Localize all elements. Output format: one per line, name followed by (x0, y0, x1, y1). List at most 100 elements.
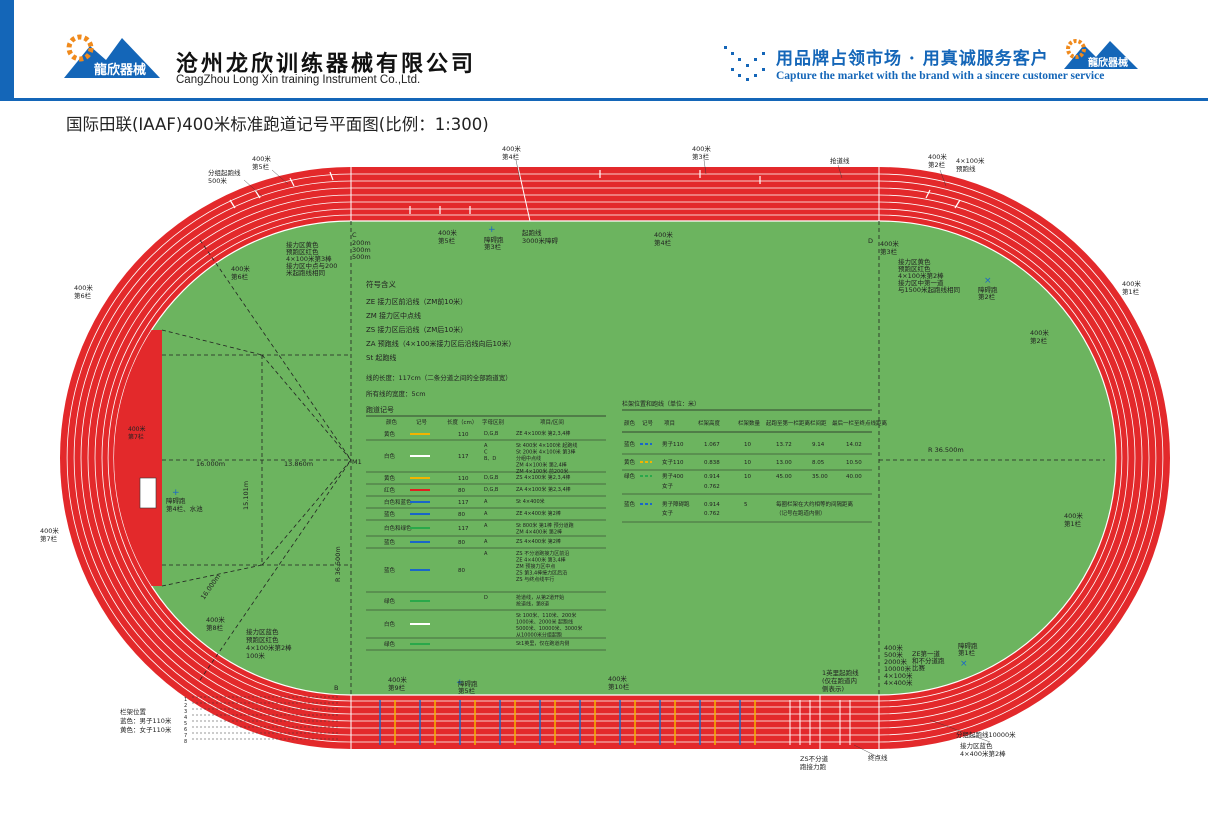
label-400-1-right2: 400米 (1064, 511, 1083, 520)
runway-item: 抢道线，从第2道开始抢道线，第8道 (516, 594, 564, 608)
hurdle-header: 栏架高度 (698, 419, 721, 427)
label-400-3-in: 第3栏 (880, 247, 898, 256)
runway-len: 80 (458, 488, 465, 494)
hurdle-last: 10.50 (846, 460, 862, 466)
hurdle-count: 10 (744, 474, 751, 480)
obstacle-plus-icon: + (488, 225, 496, 235)
hurdle-header: 最后一栏至终点线距离 (832, 419, 888, 427)
runway-len: 80 (458, 540, 465, 546)
hurdle-count: 5 (744, 502, 748, 508)
runway-header: 颜色 (386, 418, 398, 426)
runway-letter: A (484, 539, 488, 545)
hurdle-height: 0.762 (704, 511, 720, 517)
label-obstacle2: 第2栏 (978, 292, 996, 301)
label-400-9-in: 第9栏 (388, 683, 406, 692)
label-obstacle5: 障碍跑 (458, 679, 478, 688)
hurdle-first: 13.00 (776, 460, 792, 466)
right-bottom-events: 10000米 (884, 664, 912, 673)
runway-color: 黄色 (384, 430, 396, 438)
legend-title: 符号含义 (366, 279, 396, 289)
label-b: B (334, 684, 338, 692)
label-400-6-in: 400米 (231, 264, 250, 273)
water-pit-label: 障碍跑 (166, 496, 186, 505)
label-400-5: 400米 (252, 154, 271, 163)
runway-color: 白色 (384, 620, 396, 628)
runway-item: St 4×400米 (516, 498, 545, 505)
relay-blue-left: 接力区蓝色 (246, 627, 279, 636)
hurdle-item: 男子400 (662, 473, 684, 480)
runway-color: 白色和蓝色 (384, 498, 412, 506)
hurdle-last: 14.02 (846, 442, 862, 448)
label-400-7-red: 400米 (128, 425, 145, 433)
hurdle-header: 栏间距 (810, 419, 827, 427)
outside-labels: 分组起跑线 500米 400米 第5栏 400米 第4栏 400米 第3栏 抢道… (40, 144, 1141, 771)
label-400-1-right: 第1栏 (1122, 287, 1140, 296)
runway-color: 黄色 (384, 474, 396, 482)
label-obstacle5: 第5栏 (458, 686, 476, 695)
runway-item: ZE 4×400米 第2棒 (516, 510, 561, 517)
relay-yellow-left: 米起跑线相同 (286, 268, 325, 277)
runway-letter: D,G,B (484, 431, 499, 437)
dots-decoration-icon (724, 46, 765, 81)
lane-num: 6 (184, 727, 187, 733)
legend-block: 符号含义 ZE 接力区前沿线（ZM前10米） ZM 接力区中点线 ZS 接力区后… (366, 279, 515, 398)
hurdle-height: 0.838 (704, 460, 720, 466)
hurdle-header: 项目 (664, 420, 675, 427)
label-400-7-left: 400米 (40, 526, 59, 535)
legend-item: ZE 接力区前沿线（ZM前10米） (366, 297, 467, 306)
hurdle-item: 女子 (662, 482, 674, 490)
runway-letter: A (484, 551, 488, 557)
hurdle-table-title: 栏架位置和跑线（单位：米） (622, 400, 700, 408)
runway-color: 蓝色 (384, 566, 396, 574)
hurdle-first: 13.72 (776, 442, 792, 448)
relay-blue-left: 4×100米第2棒 (246, 643, 292, 652)
leader-lines (243, 159, 991, 759)
left-d-zone (114, 330, 162, 586)
slogan-en: Capture the market with the brand with a… (776, 70, 1105, 82)
runway-color: 蓝色 (384, 510, 396, 518)
relay-yellow-left: 接力区黄色 (286, 240, 319, 249)
label-400-3: 第3栏 (692, 152, 710, 161)
label-start3000: 3000米障碍 (522, 236, 559, 245)
hurdle-color: 蓝色 (624, 500, 636, 508)
label-m1: M1 (352, 458, 362, 466)
label-start3000: 起跑线 (522, 228, 542, 237)
runway-header: 字母区别 (482, 418, 504, 426)
water-plus-icon: + (172, 488, 180, 498)
runway-len: 80 (458, 568, 465, 574)
relay-yellow-right: 接力区黄色 (898, 257, 931, 266)
relay-pre: 4×100米 (956, 156, 985, 165)
relay-pre: 预跑线 (956, 164, 976, 173)
track-outer (60, 167, 1170, 749)
hurdle-first: 45.00 (776, 474, 792, 480)
label-obstacle3: 第3栏 (484, 242, 502, 251)
runway-letter: A (484, 499, 488, 505)
runway-item: ZS 4×100米 第2,3,4棒 (516, 474, 570, 481)
dim-15: 15.101m (242, 481, 250, 510)
line-width-note: 所有线的宽度：5cm (366, 389, 426, 398)
hurdle-first: 每圈栏架在大约相等的间隔距离 (776, 500, 854, 508)
hurdle-color: 绿色 (624, 472, 636, 480)
company-name-cn: 沧州龙欣训练器械有限公司 (176, 52, 477, 77)
hurdle-count: 10 (744, 460, 751, 466)
label-d: D (868, 237, 873, 245)
relay-zone-blue: 4×400米第2棒 (960, 749, 1006, 758)
right-bottom-events: 4×100米 (884, 671, 913, 680)
runway-letter: D (484, 595, 488, 601)
runway-letter: A (484, 511, 488, 517)
runway-item: ZE 4×100米 第2,3,4棒 (516, 430, 570, 437)
label-400-5-in: 400米 (438, 228, 457, 237)
ze-note: 和不分道跑 (912, 656, 945, 665)
runway-item: St1英里，仅在跑道内侧 (516, 640, 569, 647)
hurdle-pos: 黄色：女子110米 (120, 725, 172, 734)
dim-16: 16.000m (196, 460, 225, 468)
